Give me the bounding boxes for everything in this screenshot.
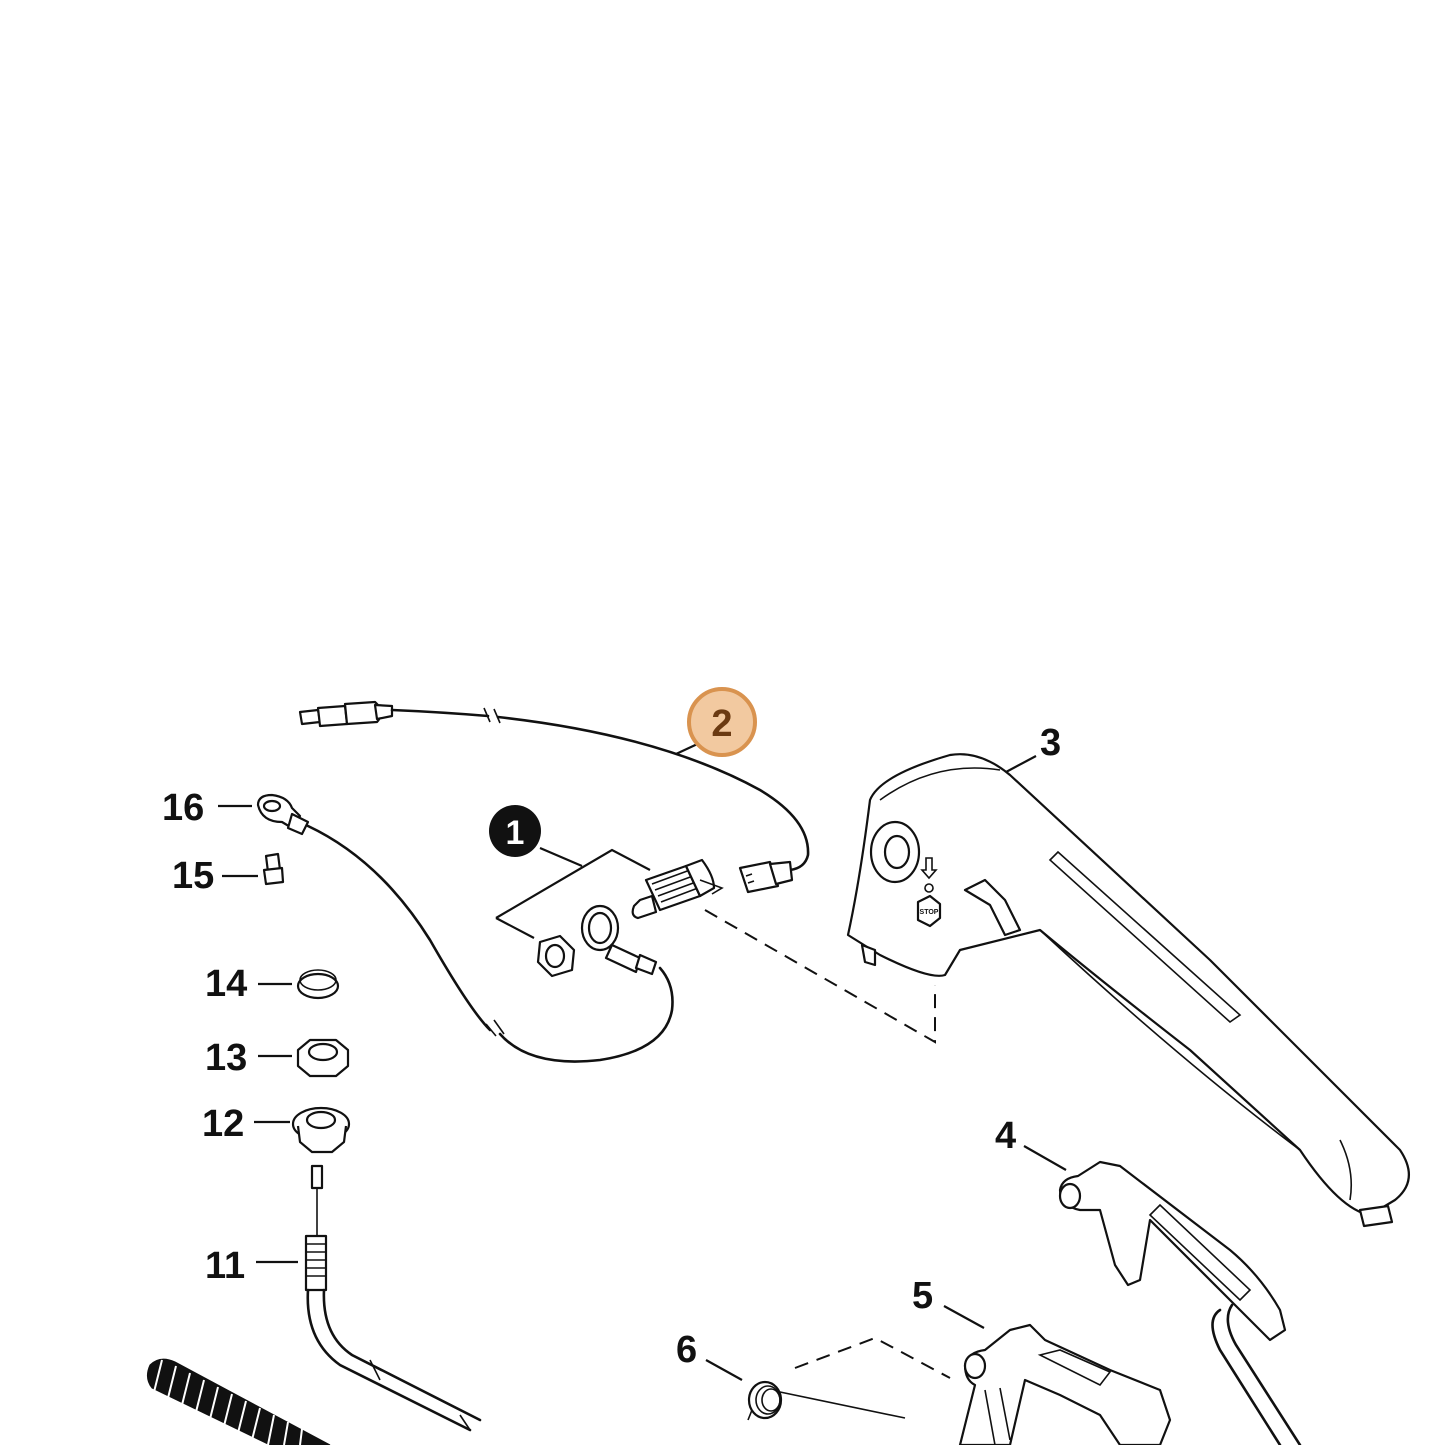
callout-15-label[interactable]: 15 xyxy=(172,855,214,897)
callout-12-label[interactable]: 12 xyxy=(202,1103,244,1145)
hex-nut-13[interactable] xyxy=(296,1038,350,1078)
callout-13-label[interactable]: 13 xyxy=(205,1037,247,1079)
callout-5-label[interactable]: 5 xyxy=(912,1275,933,1317)
screw-15[interactable] xyxy=(262,852,285,886)
callout-1[interactable]: 1 xyxy=(489,805,541,857)
callout-1-bracket xyxy=(495,846,651,939)
leader-lines xyxy=(218,739,1067,1381)
callout-16-label[interactable]: 16 xyxy=(162,787,204,829)
assembly-line-spring xyxy=(794,1336,951,1379)
handle[interactable]: STOP xyxy=(846,753,1410,1228)
ground-wire[interactable] xyxy=(256,793,674,1063)
split-ring-14[interactable] xyxy=(296,969,340,1000)
callout-1-label: 1 xyxy=(506,814,525,852)
torsion-spring[interactable] xyxy=(747,1380,906,1421)
stop-switch[interactable] xyxy=(631,858,724,920)
throttle-cable-11[interactable] xyxy=(304,1164,482,1432)
callout-14-label[interactable]: 14 xyxy=(205,963,247,1005)
assembly-line-switch xyxy=(704,909,936,1044)
callout-2[interactable]: 2 xyxy=(687,687,757,757)
callout-11-label[interactable]: 11 xyxy=(205,1245,245,1287)
trigger[interactable] xyxy=(958,1323,1172,1445)
callout-2-label: 2 xyxy=(711,703,732,745)
callout-6-label[interactable]: 6 xyxy=(676,1329,697,1371)
protective-hose[interactable] xyxy=(146,1358,331,1445)
wire-harness[interactable] xyxy=(298,700,810,894)
hex-nut-small[interactable] xyxy=(536,934,576,978)
stop-label: STOP xyxy=(920,909,939,916)
callout-3-label[interactable]: 3 xyxy=(1040,722,1061,764)
flange-nut-12[interactable] xyxy=(291,1106,351,1154)
throttle-lever[interactable] xyxy=(1058,1160,1302,1445)
callout-4-label[interactable]: 4 xyxy=(995,1115,1016,1157)
